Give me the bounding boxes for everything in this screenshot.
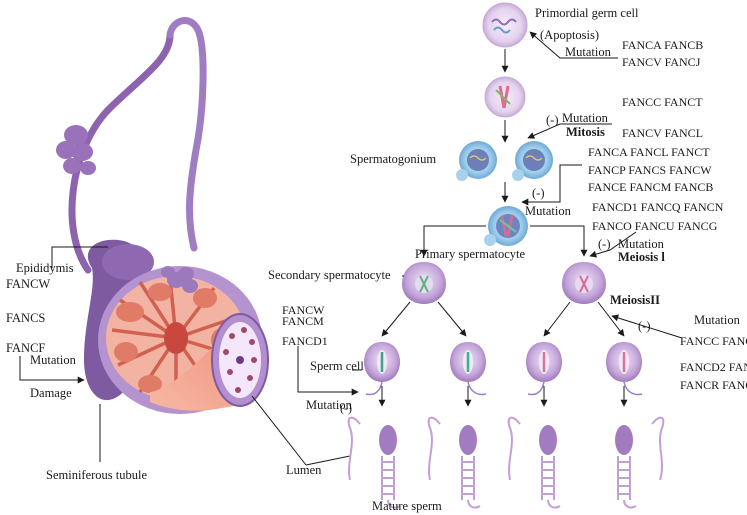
gene-line-7a: FANCW (282, 303, 325, 317)
gene-line-2b: FANCV FANCL (622, 126, 703, 140)
label-lumen: Lumen (286, 463, 322, 477)
primordial-germ-cell (482, 2, 528, 48)
gene-line-3a: FANCA FANCL FANCT (588, 145, 710, 159)
label-mutation-1: Mutation (565, 45, 612, 59)
label-mutation-5: Mutation (694, 313, 741, 327)
label-inhibit-3: (-) (598, 237, 611, 251)
label-mutation-2: Mutation (562, 111, 609, 125)
primary-spermatocyte-cell (484, 206, 528, 246)
spermatogonium-cells (456, 141, 553, 181)
label-inhibit-5: (-) (340, 401, 352, 415)
gene-line-4b: FANCO FANCU FANCG (592, 219, 718, 233)
label-meiosis-1: Meiosis l (618, 250, 665, 264)
testis-illustration (56, 17, 269, 414)
label-inhibit-2: (-) (532, 186, 545, 200)
label-primary-spermatocyte: Primary spermatocyte (415, 247, 525, 261)
left-labels: Epididymis FANCW FANCS FANCF Mutation Da… (6, 246, 351, 482)
gene-line-6a: FANCD2 FANCI (680, 360, 747, 374)
label-primordial-germ-cell: Primordial germ cell (535, 6, 639, 20)
label-mutation-left: Mutation (30, 353, 77, 367)
label-damage: Damage (30, 386, 72, 400)
secondary-spermatocyte-right (562, 262, 606, 304)
gene-line-1b: FANCV FANCJ (622, 55, 701, 69)
dividing-germ-cell (484, 76, 526, 118)
gene-line-3c: FANCE FANCM FANCB (588, 180, 713, 194)
secondary-spermatocyte-left (402, 262, 446, 304)
label-secondary-spermatocyte: Secondary spermatocyte (268, 268, 391, 282)
gene-line-2a: FANCC FANCT (622, 95, 703, 109)
label-mutation-4: Mutation (618, 237, 665, 251)
label-fancs-left: FANCS (6, 311, 45, 325)
label-seminiferous-tubule: Seminiferous tubule (46, 468, 147, 482)
label-mutation-3: Mutation (525, 204, 572, 218)
label-fancf-left: FANCF (6, 341, 45, 355)
label-mature-sperm: Mature sperm (372, 499, 442, 513)
label-inhibit-1: (-) (546, 113, 559, 127)
label-apoptosis: (Apoptosis) (540, 28, 599, 42)
gene-line-5: FANCC FANCF (680, 334, 747, 348)
label-epididymis: Epididymis (16, 261, 74, 275)
gene-line-6b: FANCR FANCJ (680, 378, 747, 392)
label-sperm-cell: Sperm cell (310, 359, 364, 373)
sperm-cells (364, 342, 643, 396)
gene-line-7b: FANCM (282, 314, 324, 328)
gene-line-1a: FANCA FANCB (622, 38, 703, 52)
label-spermatogonium: Spermatogonium (350, 152, 436, 166)
label-meiosis-2: MeiosisII (610, 293, 660, 307)
label-fancw-left: FANCW (6, 277, 50, 291)
label-mitosis: Mitosis (566, 125, 605, 139)
mature-sperm-row (347, 416, 665, 509)
label-mutation-6: Mutation (306, 398, 353, 412)
gene-line-3b: FANCP FANCS FANCW (588, 163, 712, 177)
gene-line-4a: FANCD1 FANCQ FANCN (592, 200, 724, 214)
gene-line-7c: FANCD1 (282, 334, 328, 348)
